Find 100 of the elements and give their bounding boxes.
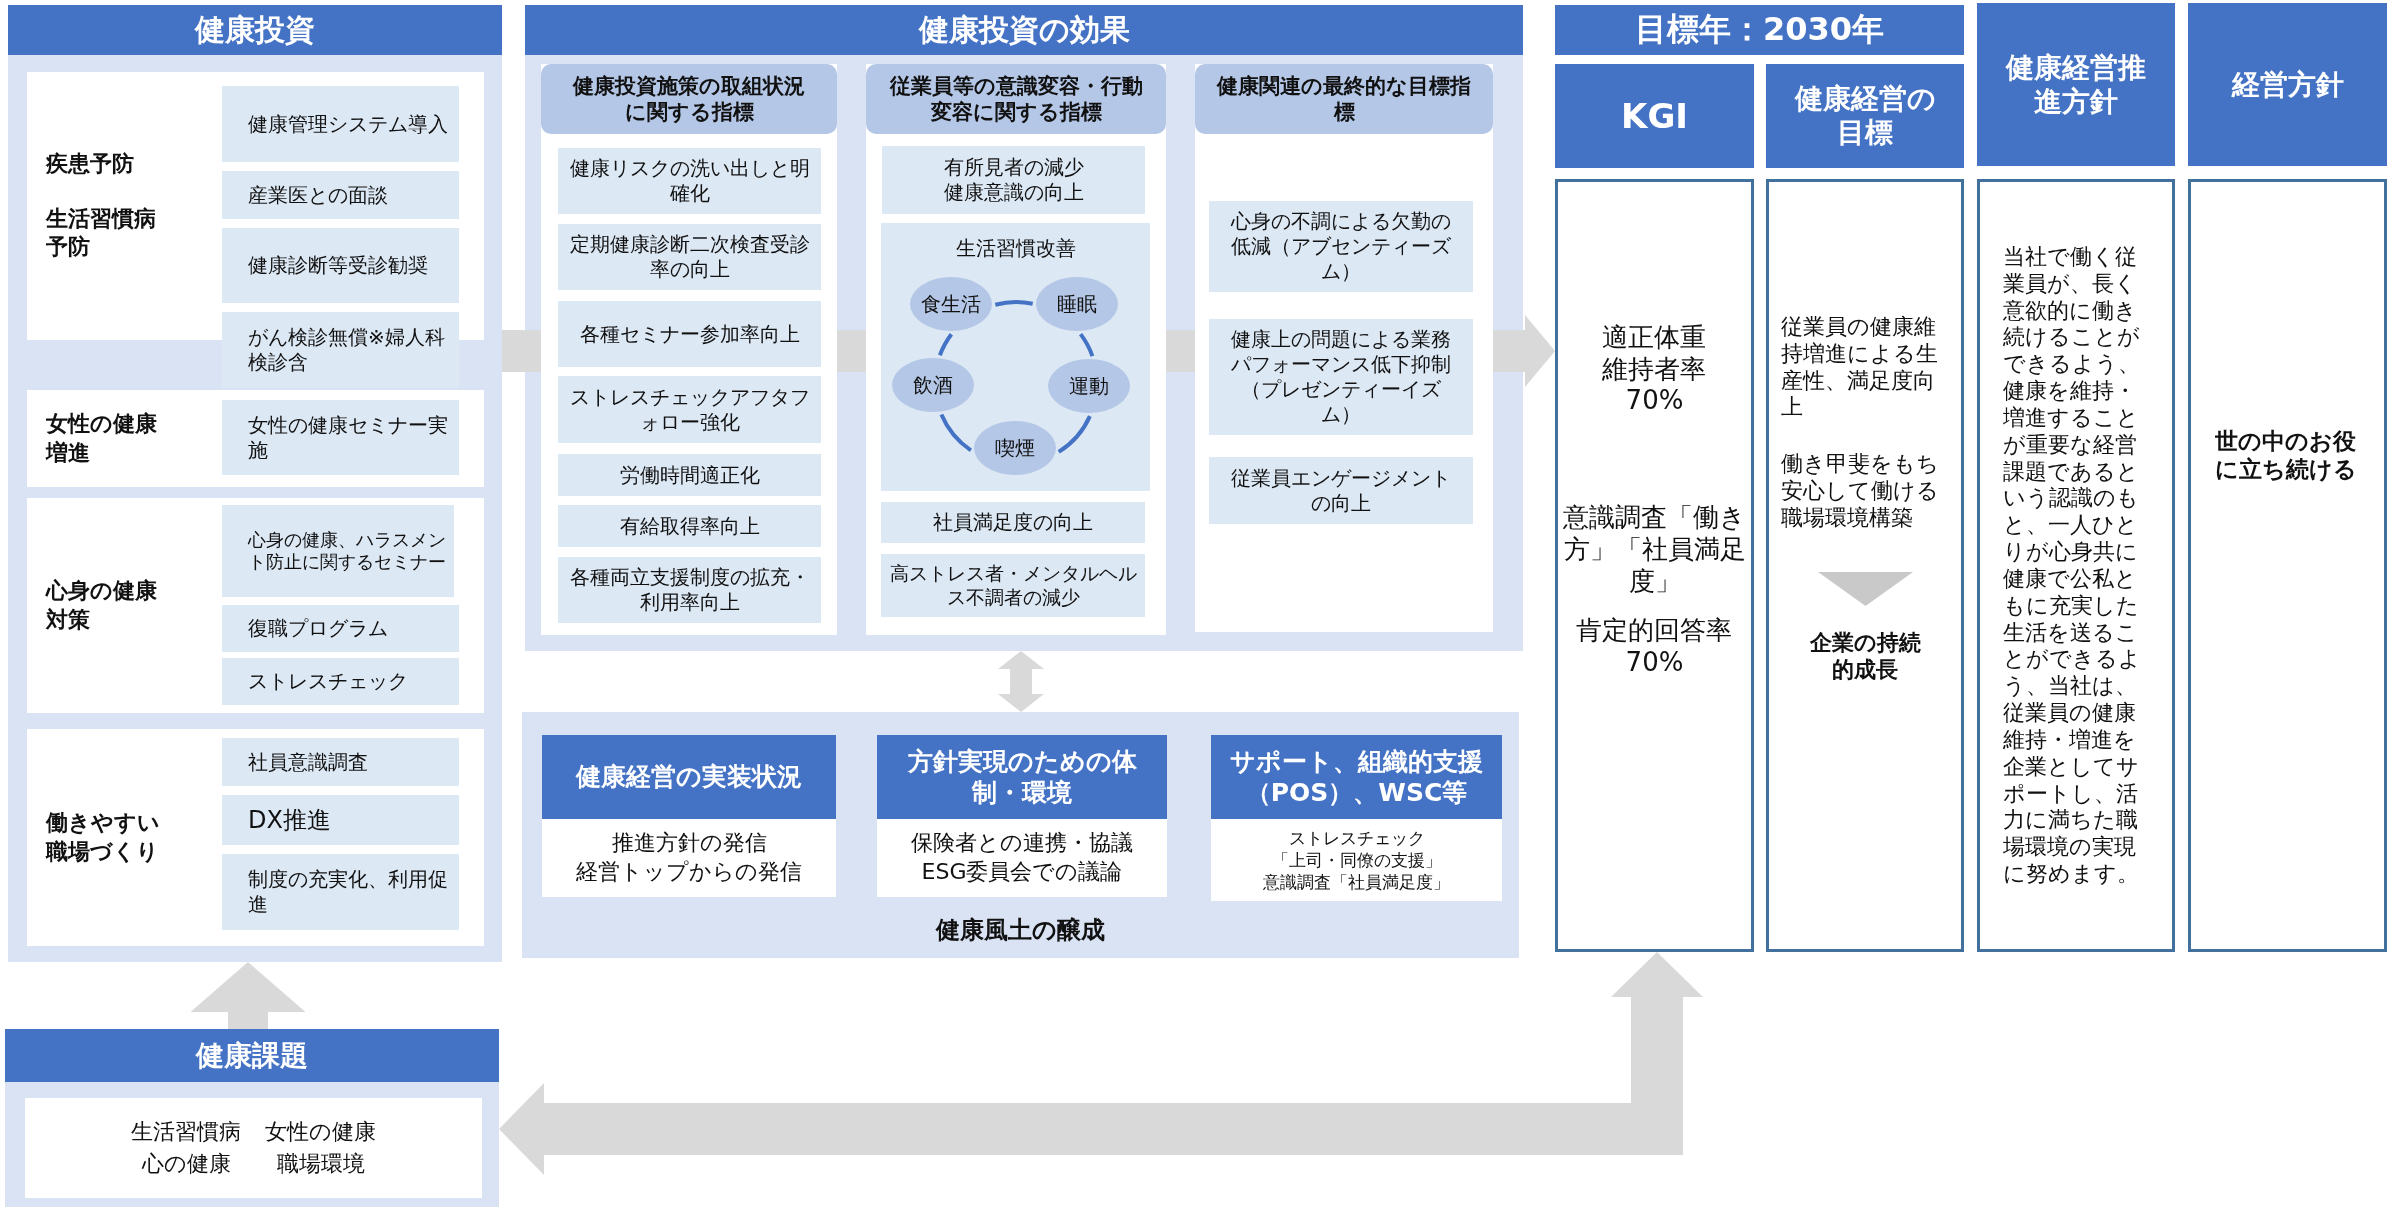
card-text: ストレスチェック [1288,826,1425,849]
issue-text: 生活習慣病 [131,1118,241,1146]
item-text: 心身の不調による欠勤の低減（アブセンティーズム） [1231,209,1451,284]
item-text: 健康診断等受診勧奨 [248,253,428,278]
indicator-box [222,738,459,786]
panel-label: 健康風土の醸成 [934,915,1106,946]
habit-label: 睡眠 [1057,290,1097,318]
card-header: サポート、組織的支援（POS）、WSC等 [1211,735,1502,819]
item-text: 産業医との面談 [248,182,388,208]
item-text: 制度の充実化、利用促進 [248,867,449,917]
ring-line [1078,332,1095,357]
indicator-box [222,854,459,930]
indicator-box [881,554,1145,617]
indicator-box [558,301,821,367]
panel [5,1029,499,1207]
indicator-box [558,224,821,290]
arrow [190,962,306,1029]
card-text: 「上司・同僚の支援」 [1271,848,1442,872]
item-text: 有所見者の減少 [943,155,1084,180]
panel [8,5,502,962]
column-header: 健康関連の最終的な目標指標 [1195,64,1493,134]
panel [525,5,1523,651]
indicator-box [1209,319,1473,435]
group-label: 働きやすい職場づくり [46,808,161,866]
item-text: 心身の健康、ハラスメント防止に関するセミナー [248,528,446,574]
group-label: 心身の健康対策 [46,576,158,634]
indicator-box [1209,457,1473,524]
body-text: 当社で働く従業員が、長く意欲的に働き続けることができるよう、健康を維持・増進することが重要な経営課題であるという認識のもと、一人ひとりが心身共に健康で公私ともに充実した生活を送ることができるよう、当社は、従業員の健康維持・増進を企業としてサポートし、活力に満ちた職場環境の実現に努めます。 [2003,244,2143,888]
arrow [499,952,1703,1175]
issue-text: 女性の健康 [265,1118,376,1146]
body-text: 従業員の健康維持増進による生産性、満足度向上 [1781,314,1940,422]
indicator-box [222,658,459,705]
panel-header: 健康投資の効果 [525,5,1523,55]
arrow [998,651,1044,712]
indicator-box [1209,201,1473,292]
indicator-column [541,64,837,635]
item-text: ストレスチェックアフタフォロー強化 [568,384,811,435]
card-text: 保険者との連携・協議 [911,829,1133,858]
indicator-box [222,505,454,597]
header-text: 目標年：2030年 [1634,9,1885,50]
item-text: 健康意識の向上 [943,180,1084,205]
header-bar [1555,5,1964,55]
body-text: 世の中のお役に立ち続ける [2215,427,2359,484]
item-text: 有給取得率向上 [619,513,760,539]
panel [522,712,1519,958]
panel-header: 健康投資 [8,5,502,55]
panel-header: 健康課題 [5,1029,499,1082]
ring-line [939,413,973,452]
indicator-box [222,86,459,162]
group-label: 生活習慣病予防 [46,204,157,262]
group-box [27,729,484,946]
column-header: 経営方針 [2188,3,2387,166]
card-text: 経営トップからの発信 [576,858,802,886]
indicator-box [558,505,821,547]
item-text: 健康管理システム導入 [248,111,448,137]
item-text: 社員意識調査 [248,749,368,775]
item-text: 高ストレス者・メンタルヘルス不調者の減少 [889,561,1137,610]
indicator-box [558,454,821,496]
indicator-box [222,171,459,219]
indicator-column [1195,64,1493,632]
indicator-box [558,557,821,623]
card-text: ESG委員会での議論 [921,858,1123,886]
card-text: 意識調査「社員満足度」 [1263,871,1450,894]
indicator-box [558,376,821,443]
indicator-box [222,605,459,652]
body-text: 適正体重維持者率70% [1601,322,1708,418]
column-header: KGI [1555,64,1754,168]
indicator-box [222,312,459,388]
item-text: 復職プログラム [248,616,388,641]
group-label: 女性の健康増進 [46,409,158,467]
habit-label: 運動 [1069,372,1109,400]
ring-line [938,333,954,356]
indicator-box [222,400,459,475]
item-text: がん検診無償※婦人科検診含 [248,325,446,375]
item-text: 各種両立支援制度の拡充・利用率向上 [568,565,811,615]
item-text: 健康上の問題による業務パフォーマンス低下抑制（プレゼンティーイズム） [1230,327,1452,427]
habit-label: 喫煙 [995,434,1035,462]
card-header: 健康経営の実装状況 [542,735,836,819]
card-text: 推進方針の発信 [611,829,767,858]
body-text: 企業の持続的成長 [1808,629,1922,684]
column-header: 健康経営の目標 [1766,64,1964,168]
body-text: 働き甲斐をもち安心して働ける職場環境構築 [1781,451,1941,532]
group-box [27,498,484,713]
indicator-box [222,228,459,303]
indicator-box [558,148,821,214]
habit-label: 食生活 [921,290,981,318]
body-text: 肯定的回答率70% [1575,615,1734,679]
card-header: 方針実現のための体制・環境 [877,735,1167,819]
ring-line [994,300,1033,307]
item-text: DX推進 [248,805,331,835]
indicator-box [881,502,1145,543]
item-text: 生活習慣改善 [954,235,1077,262]
issue-text: 職場環境 [275,1150,366,1178]
group-box [27,390,484,487]
group-label: 疾患予防 [46,150,135,179]
item-text: 定期健康診断二次検査受診率の向上 [568,232,811,282]
ring-line [1057,415,1092,454]
habit-label: 飲酒 [913,371,953,399]
item-text: 女性の健康セミナー実施 [248,412,449,463]
indicator-column [866,64,1166,635]
